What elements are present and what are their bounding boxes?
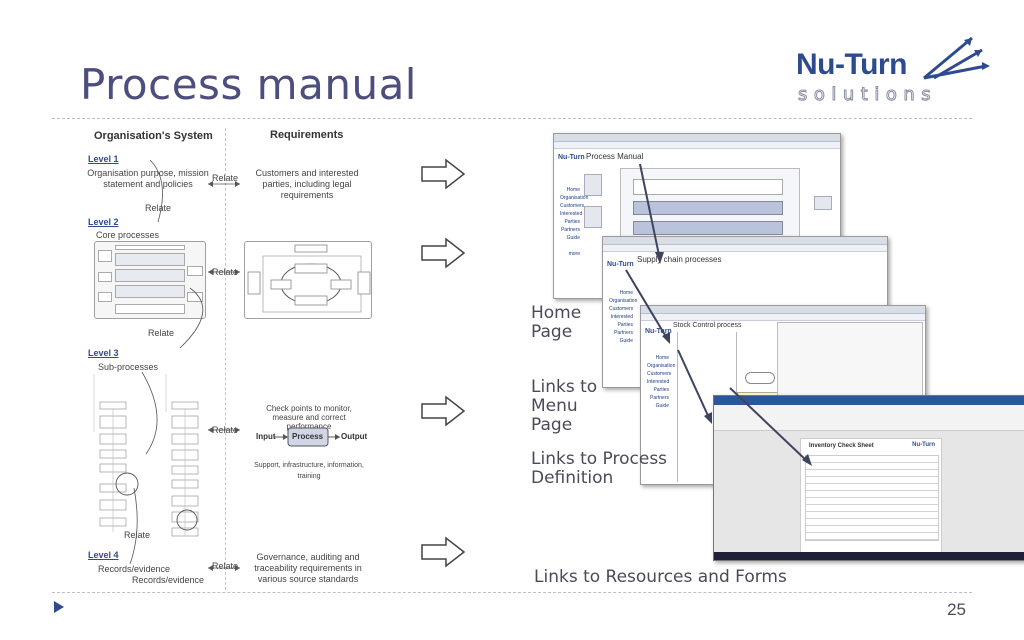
nav-organisation[interactable]: Organisation: [647, 363, 676, 369]
org-system-header: Organisation's System: [94, 130, 213, 142]
level1-requirement: Customers and interested parties, includ…: [255, 168, 359, 200]
nav-guide[interactable]: Guide: [566, 235, 580, 241]
nav-guide[interactable]: Guide: [619, 338, 633, 344]
level1-text: Organisation purpose, mission statement …: [87, 168, 209, 189]
hollow-arrow-icon: [421, 237, 466, 269]
level3-text: Sub-processes: [98, 362, 159, 372]
nav-partners[interactable]: Partners: [614, 330, 633, 336]
level4-text-2: Records/evidence: [132, 575, 205, 585]
nav-home[interactable]: Home: [566, 187, 580, 193]
checkpoint-text: Check points to monitor, measure and cor…: [266, 404, 352, 431]
screenshot-form: Inventory Check Sheet Nu-Turn: [713, 395, 1024, 561]
nav-more[interactable]: more: [568, 251, 580, 257]
relate-connectors: [129, 159, 240, 571]
nav-interested-parties[interactable]: Interested Parties: [647, 379, 670, 393]
level4-text-1: Records/evidence: [98, 564, 171, 574]
nav-guide[interactable]: Guide: [655, 403, 669, 409]
requirements-cycle-diagram: [244, 241, 372, 319]
support-text: Support, infrastructure, information, tr…: [254, 462, 364, 480]
form-title: Inventory Check Sheet: [809, 443, 874, 449]
level4-requirement: Governance, auditing and traceability re…: [254, 552, 362, 584]
logo-arrows-icon: [923, 36, 990, 80]
relate-label-6: Relate: [124, 530, 151, 540]
requirements-header: Requirements: [270, 129, 344, 141]
core-process-diagram: [94, 241, 206, 319]
relate-label-2: Relate: [145, 203, 172, 213]
nav-home[interactable]: Home: [619, 290, 633, 296]
label-process-definition: Links to Process Definition: [531, 449, 668, 488]
nav-interested-parties[interactable]: Interested Parties: [560, 211, 583, 225]
nav-customers[interactable]: Customers: [560, 203, 585, 209]
relate-label-4: Relate: [148, 328, 175, 338]
top-divider: [52, 118, 972, 119]
form-brand: Nu-Turn: [912, 442, 935, 448]
column-divider: [225, 128, 226, 590]
nav-home[interactable]: Home: [655, 355, 669, 361]
process-screen-title: Stock Control process: [673, 322, 742, 329]
level4-label: Level 4: [88, 550, 119, 560]
nav-customers[interactable]: Customers: [647, 371, 672, 377]
hollow-arrow-icon: [421, 395, 466, 427]
nav-customers[interactable]: Customers: [609, 306, 634, 312]
logo-tagline: solutions: [797, 84, 938, 106]
nav-organisation[interactable]: Organisation: [560, 195, 589, 201]
level3-label: Level 3: [88, 348, 119, 358]
slide-title: Process manual: [80, 60, 417, 109]
bottom-divider: [52, 592, 972, 593]
nav-organisation[interactable]: Organisation: [609, 298, 638, 304]
page-number: 25: [947, 600, 966, 619]
relate-label-7: Relate: [212, 561, 239, 571]
process-label: Process: [292, 432, 324, 441]
play-icon[interactable]: [54, 601, 64, 613]
ipo-diagram: [244, 420, 374, 456]
home-screen-title: Process Manual: [586, 152, 644, 161]
level2-text: Core processes: [96, 230, 160, 240]
label-resources-forms: Links to Resources and Forms: [534, 567, 787, 587]
label-menu-page: Links to Menu Page: [531, 377, 598, 435]
subprocess-flowchart: [92, 372, 208, 544]
level1-label: Level 1: [88, 154, 119, 164]
nav-partners[interactable]: Partners: [650, 395, 669, 401]
level2-label: Level 2: [88, 217, 119, 227]
output-label: Output: [341, 432, 368, 441]
nav-interested-parties[interactable]: Interested Parties: [610, 314, 633, 328]
label-home-page: Home Page: [531, 303, 582, 342]
menu-screen-title: Supply chain processes: [637, 255, 722, 264]
hollow-arrow-icon: [421, 536, 466, 568]
pointer-arrows: [625, 163, 812, 466]
logo-wordmark: Nu-Turn: [796, 48, 907, 81]
hollow-arrow-icon: [421, 158, 466, 190]
input-label: Input: [256, 432, 276, 441]
relate-label-1: Relate: [212, 173, 239, 183]
nav-partners[interactable]: Partners: [561, 227, 580, 233]
